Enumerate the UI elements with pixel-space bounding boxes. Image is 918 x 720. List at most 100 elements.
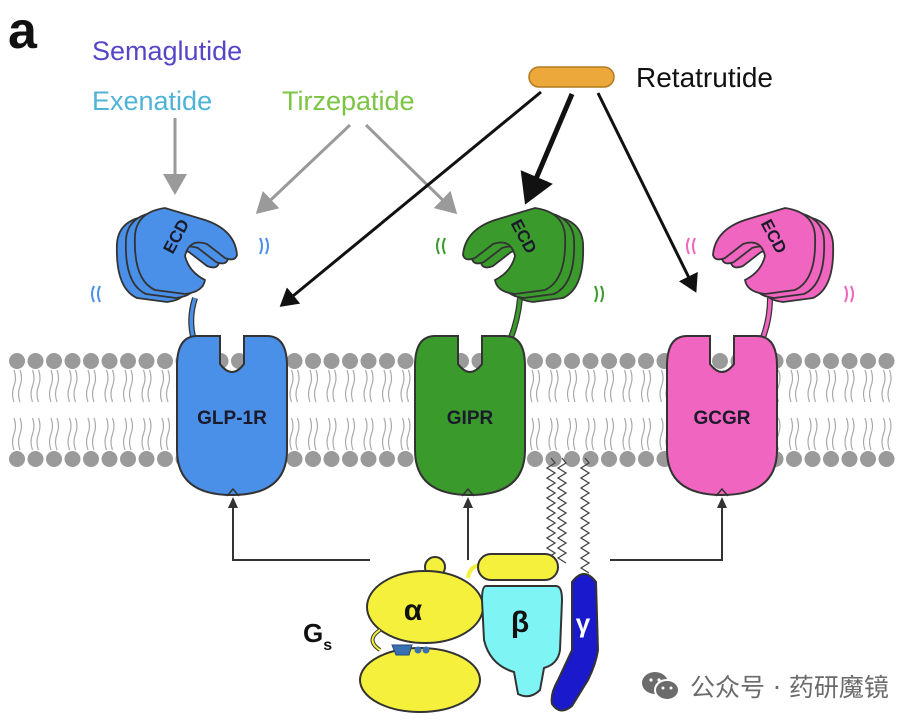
- lipid-head: [619, 451, 636, 467]
- lipid-head: [545, 353, 562, 369]
- wechat-icon: [642, 672, 680, 701]
- g-alpha-lower-domain: [359, 647, 481, 713]
- retatrutide-to-gipr-arrow: [520, 93, 575, 205]
- g-alpha-upper-domain: [366, 570, 484, 644]
- watermark-text: 公众号 · 药研魔镜: [690, 673, 889, 702]
- g-gamma-subunit: [550, 573, 600, 712]
- lipid-head: [527, 451, 543, 467]
- lipid-head: [823, 353, 839, 369]
- lipid-head: [83, 353, 99, 369]
- lipid-head: [823, 451, 839, 467]
- gs-label: Gs: [303, 618, 332, 654]
- receptor-label: GCGR: [694, 408, 751, 429]
- ecd-domain: [115, 207, 238, 303]
- receptor-label: GLP-1R: [197, 408, 267, 429]
- lipid-head: [323, 353, 340, 369]
- ecd-domain: [712, 207, 835, 303]
- panel-label: a: [8, 2, 38, 60]
- lipid-head: [878, 353, 895, 369]
- lipid-head: [878, 451, 895, 467]
- signal-chevrons: [226, 487, 729, 497]
- lipid-head: [46, 451, 62, 467]
- lipid-head: [582, 451, 599, 467]
- lipid-head: [27, 451, 44, 467]
- lipid-head: [786, 451, 802, 467]
- g-protein-complex: [359, 553, 600, 713]
- ecd-domain: [462, 207, 585, 303]
- lipid-head: [397, 451, 414, 467]
- lipid-head: [120, 353, 136, 369]
- lipid-head: [305, 353, 321, 369]
- lipid-head: [138, 451, 155, 467]
- lipid-head: [601, 353, 617, 369]
- signal-arrowheads: [228, 497, 727, 508]
- lipid-head: [9, 451, 25, 467]
- retatrutide-to-glp1r-arrow: [279, 90, 542, 307]
- receptor-label: GIPR: [447, 408, 494, 429]
- lipid-anchors: [545, 457, 591, 574]
- lipid-head: [286, 353, 303, 369]
- gdp-icon: [391, 644, 413, 656]
- lipid-head: [527, 353, 543, 369]
- retatrutide-to-gcgr-arrow: [596, 92, 698, 293]
- lipid-head: [712, 353, 728, 369]
- receptor-body: [414, 335, 526, 497]
- g-beta-label: β: [511, 606, 529, 639]
- g-gamma-label: γ: [576, 608, 591, 638]
- lipid-head: [638, 353, 654, 369]
- lipid-head: [101, 353, 118, 369]
- lipid-head: [638, 451, 654, 467]
- lipid-head: [804, 451, 821, 467]
- lipid-head: [860, 451, 876, 467]
- receptor-body: [666, 335, 778, 497]
- lipid-head: [582, 353, 599, 369]
- lipid-head: [786, 353, 802, 369]
- lipid-head: [342, 353, 358, 369]
- g-beta-subunit: [480, 585, 564, 698]
- lipid-head: [564, 451, 580, 467]
- lipid-head: [120, 451, 136, 467]
- retatrutide-pill: [528, 66, 615, 88]
- lipid-head: [64, 353, 81, 369]
- lipid-head: [101, 451, 118, 467]
- lipid-head: [601, 451, 617, 467]
- semaglutide-label: Semaglutide: [92, 36, 242, 66]
- lipid-head: [286, 451, 303, 467]
- receptor-body: [176, 335, 288, 497]
- watermark: 公众号 · 药研魔镜: [640, 668, 889, 704]
- lipid-head: [804, 353, 821, 369]
- lipid-head: [138, 353, 155, 369]
- lipid-head: [157, 451, 173, 467]
- signaling-lines: [232, 505, 723, 561]
- lipid-head: [379, 353, 395, 369]
- lipid-head: [619, 353, 636, 369]
- lipid-head: [360, 451, 377, 467]
- lipid-head: [379, 451, 395, 467]
- lipid-head: [46, 353, 62, 369]
- exenatide-label: Exenatide: [92, 86, 212, 116]
- lipid-head: [397, 353, 414, 369]
- lipid-head: [841, 451, 858, 467]
- tirzepatide-to-glp1r-arrow: [255, 123, 352, 215]
- lipid-head: [9, 353, 25, 369]
- lipid-head: [83, 451, 99, 467]
- lipid-head: [64, 451, 81, 467]
- lipid-head: [305, 451, 321, 467]
- tirzepatide-label: Tirzepatide: [282, 86, 415, 116]
- lipid-head: [342, 451, 358, 467]
- lipid-head: [860, 353, 876, 369]
- lipid-head: [564, 353, 580, 369]
- lipid-head: [545, 451, 562, 467]
- g-beta-top-bar: [477, 553, 559, 581]
- lipid-head: [360, 353, 377, 369]
- tirzepatide-to-gipr-arrow: [364, 123, 458, 215]
- lipid-head: [323, 451, 340, 467]
- retatrutide-label: Retatrutide: [636, 62, 773, 93]
- g-alpha-label: α: [404, 594, 423, 627]
- lipid-head: [27, 353, 44, 369]
- lipid-head: [157, 353, 173, 369]
